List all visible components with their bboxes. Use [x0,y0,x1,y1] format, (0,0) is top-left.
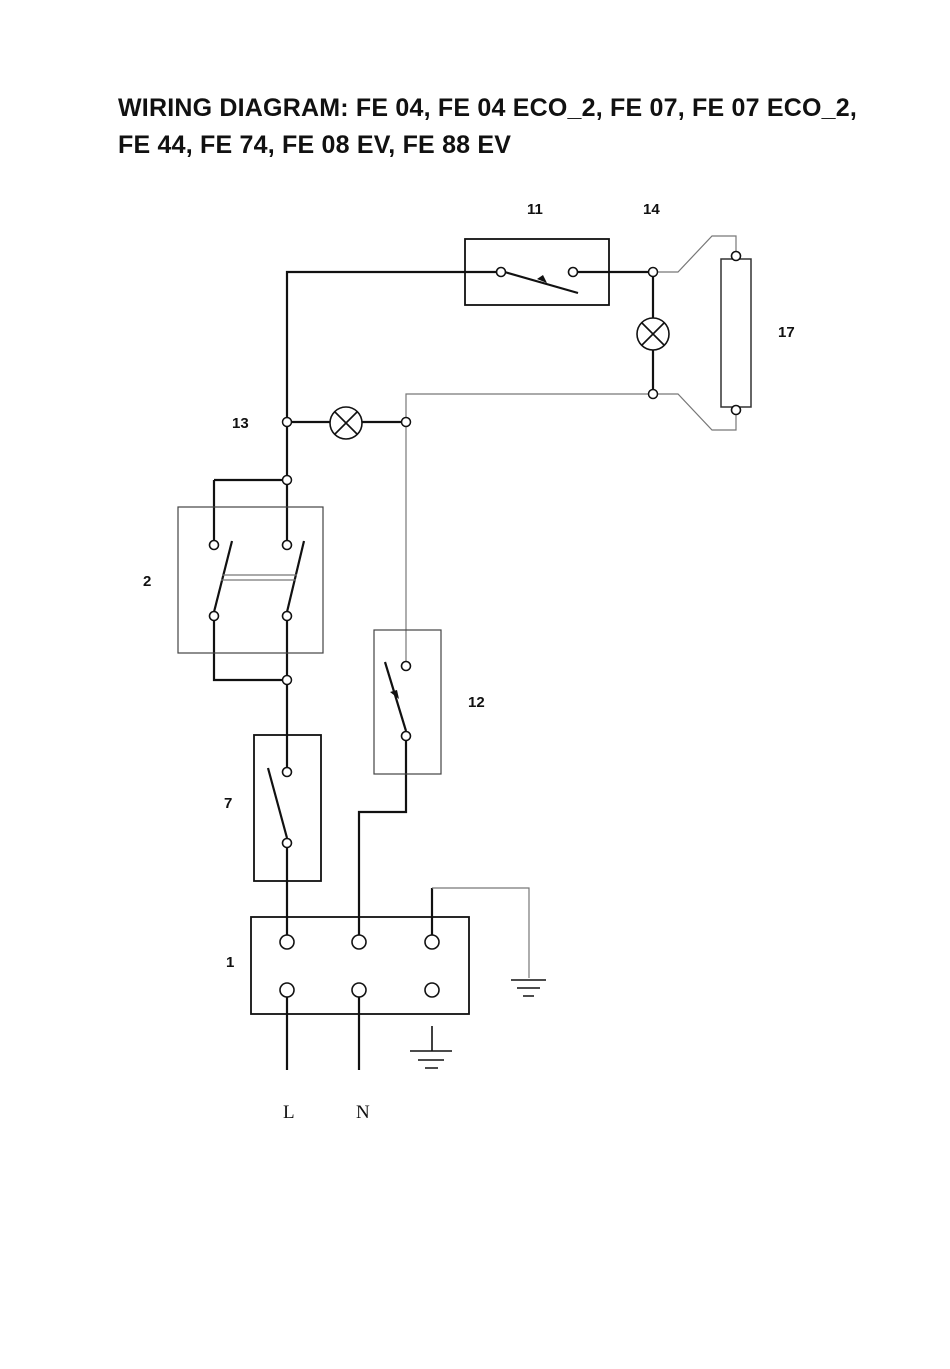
switch-2-terminal-tr [283,541,292,550]
wire-2-top [214,480,287,545]
switch-7-terminal-bottom [283,839,292,848]
node-14-top [649,268,658,277]
switch-11-blade [501,271,578,293]
junction-nodes [283,268,658,685]
earth-symbol-bottom [410,1026,452,1068]
tube-pin-bottom [732,406,741,415]
switch-2-terminal-br [283,612,292,621]
label-7: 7 [224,795,232,812]
wire-lamp-to-14-lower [406,394,653,422]
terminal-1-N-bottom [352,983,366,997]
switch-2-blade-left [214,541,232,612]
node-14-bottom [649,390,658,399]
terminal-1-E-top [425,935,439,949]
switch-12-blade [385,662,406,731]
component-17-tube [721,252,751,415]
label-L: L [283,1102,295,1123]
label-N: N [356,1102,370,1123]
switch-11-terminal-a [497,268,506,277]
label-13: 13 [232,415,249,432]
lamp-right [637,318,669,350]
switch-2-linkage [221,575,297,580]
earth-symbol-right [511,980,546,996]
wire-13-to-11 [287,272,500,422]
earth-bottom-lines [410,1026,452,1068]
terminal-1-N-top [352,935,366,949]
component-12-switch [374,630,441,774]
switch-12-terminal-top [402,662,411,671]
label-17: 17 [778,324,795,341]
label-11: 11 [527,201,543,218]
earth-right-lines [511,980,546,996]
switch-12-box [374,630,441,774]
switch-2-terminal-bl [210,612,219,621]
thin-wires [406,236,736,978]
terminal-1-L-top [280,935,294,949]
wire-2-bottom [214,616,287,680]
node-2-bottom [283,676,292,685]
switch-2-terminal-tl [210,541,219,550]
switch-7-terminal-top [283,768,292,777]
main-wires [214,272,653,1070]
lamp-middle [330,407,362,439]
switch-2-blade-right [287,541,304,612]
tube-pin-top [732,252,741,261]
node-lamp-junction [402,418,411,427]
terminal-1-L-bottom [280,983,294,997]
switch-11-terminal-b [569,268,578,277]
node-2-top [283,476,292,485]
switch-12-actuator [390,690,399,699]
wire-12-to-N [359,736,406,942]
label-1: 1 [226,954,234,971]
wire-earth-right [432,888,529,978]
component-2-switch [178,507,323,653]
label-12: 12 [468,694,485,711]
switch-7-blade [268,768,287,838]
tube-body [721,259,751,407]
switch-12-terminal-bottom [402,732,411,741]
label-14: 14 [643,201,660,218]
node-13 [283,418,292,427]
terminal-1-E-bottom [425,983,439,997]
label-2: 2 [143,573,151,590]
